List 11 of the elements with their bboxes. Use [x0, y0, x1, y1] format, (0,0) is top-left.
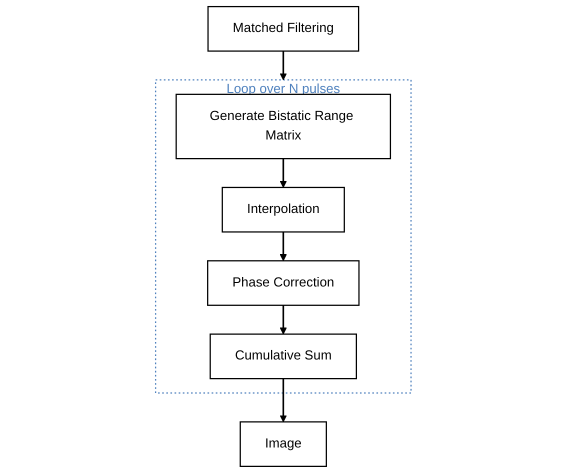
node-box: Interpolation [221, 186, 345, 233]
arrow [279, 158, 287, 188]
node-box: Phase Correction [206, 260, 360, 306]
arrow [279, 51, 287, 80]
node-box: Image [239, 421, 327, 467]
node-box: Cumulative Sum [209, 334, 357, 380]
arrow [279, 378, 287, 422]
arrow [279, 305, 287, 334]
node-box: Generate Bistatic Range Matrix [175, 94, 391, 160]
node-box: Matched Filtering [207, 6, 359, 52]
arrow [279, 232, 287, 262]
